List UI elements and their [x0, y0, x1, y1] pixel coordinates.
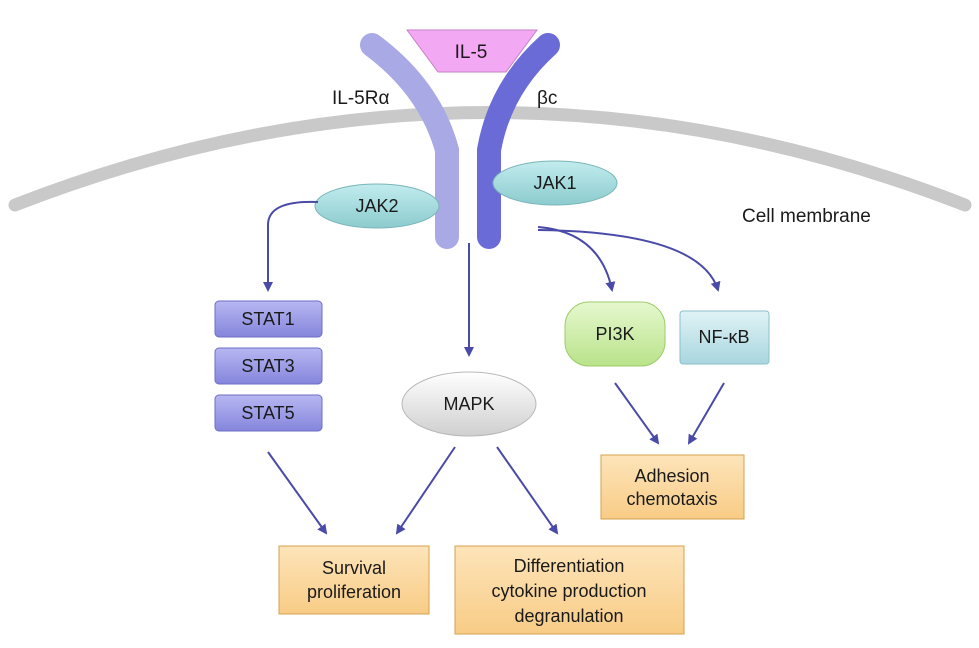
- membrane-label: Cell membrane: [742, 206, 871, 227]
- differentiation-line3: degranulation: [514, 606, 623, 626]
- nfkb-label: NF-κB: [699, 327, 750, 347]
- mapk-node: [401, 371, 537, 437]
- pi3k-label: PI3K: [595, 324, 634, 344]
- il5r-alpha-chain: [360, 33, 459, 249]
- arrow-receptor-to-nfkb: [537, 229, 721, 292]
- jak1-label: JAK1: [533, 173, 576, 193]
- survival-box: [278, 545, 430, 615]
- adhesion-line1: Adhesion: [634, 466, 709, 486]
- arrow-nfkb-to-adhesion: [687, 382, 725, 445]
- stat1-label: STAT1: [241, 309, 294, 329]
- differentiation-line1: Differentiation: [514, 556, 625, 576]
- beta-c-chain: [477, 33, 560, 249]
- arrow-jak2-to-stat: [263, 200, 319, 292]
- arrow-stat-to-survival: [267, 451, 328, 535]
- arrows: [263, 200, 725, 535]
- arrow-pi3k-to-adhesion: [614, 382, 660, 445]
- differentiation-line2: cytokine production: [491, 581, 646, 601]
- differentiation-box: [454, 545, 685, 635]
- jak2-node: [314, 183, 440, 229]
- mapk-label: MAPK: [443, 394, 494, 414]
- adhesion-line2: chemotaxis: [626, 489, 717, 509]
- nfkb-node: [679, 310, 770, 365]
- arrow-mapk-to-survival: [395, 446, 456, 535]
- arrow-mapk-to-differentiation: [496, 446, 559, 535]
- arrow-receptor-to-pi3k: [537, 226, 616, 292]
- il5-label: IL-5: [455, 42, 488, 63]
- il5r-alpha-label: IL-5Rα: [332, 88, 389, 109]
- stat3-box: [214, 347, 323, 385]
- pi3k-node: [564, 301, 666, 367]
- jak2-label: JAK2: [355, 196, 398, 216]
- stat5-label: STAT5: [241, 403, 294, 423]
- jak1-node: [492, 160, 618, 206]
- beta-c-label: βc: [537, 88, 557, 109]
- il5-ligand: [406, 29, 538, 73]
- survival-line2: proliferation: [307, 582, 401, 602]
- survival-line1: Survival: [322, 558, 386, 578]
- stat3-label: STAT3: [241, 356, 294, 376]
- adhesion-box: [600, 454, 745, 520]
- stat5-box: [214, 394, 323, 432]
- stat1-box: [214, 300, 323, 338]
